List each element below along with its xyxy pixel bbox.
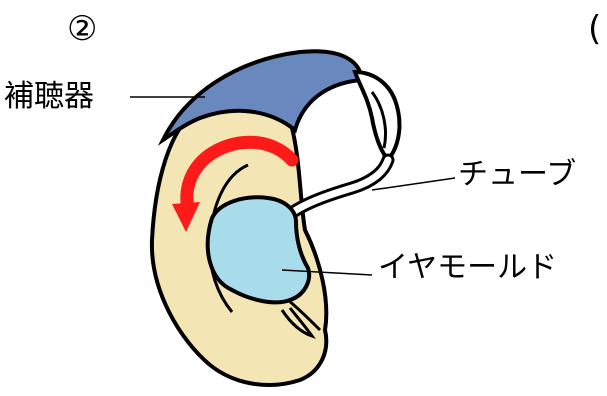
label-tube: チューブ — [458, 160, 576, 190]
step-marker-partial: ( — [588, 12, 601, 46]
label-hearing-aid: 補聴器 — [4, 82, 94, 112]
earmold — [208, 197, 309, 302]
leader-line-tube — [372, 178, 455, 190]
label-earmold: イヤモールド — [378, 253, 557, 283]
hearing-aid-hook — [355, 72, 399, 160]
step-marker: ② — [67, 12, 97, 46]
